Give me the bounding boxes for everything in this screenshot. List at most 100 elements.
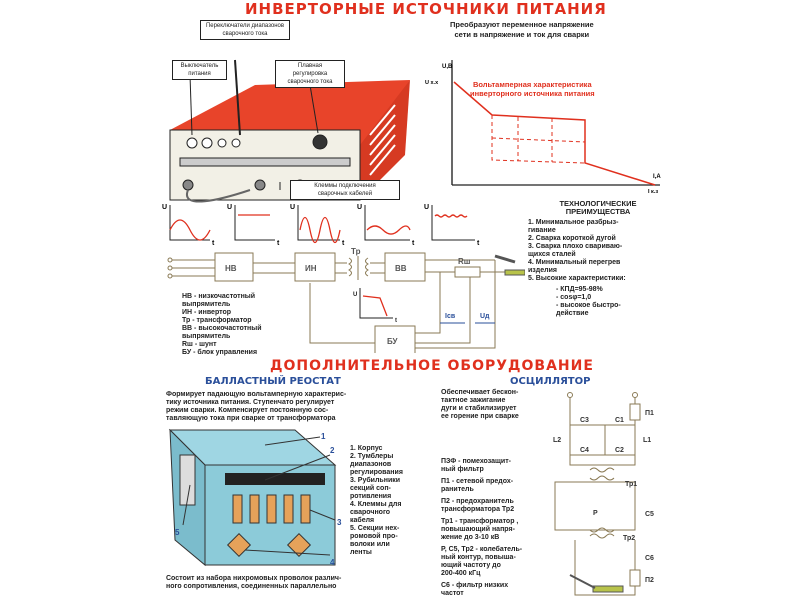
vac-grid <box>491 115 586 164</box>
waveform-rectified <box>434 214 468 218</box>
svg-text:t: t <box>212 240 215 247</box>
legend-item: Тр - трансформатор <box>182 317 252 324</box>
workpiece <box>592 585 624 593</box>
svg-text:t: t <box>395 318 397 324</box>
waveform-ac <box>169 219 211 241</box>
svg-text:t: t <box>277 240 280 247</box>
part-item: 4. Клеммы для сварочного кабеля <box>350 501 402 524</box>
svg-text:t: t <box>412 240 415 247</box>
svg-text:t: t <box>342 240 345 247</box>
advantage-item: 5. Высокие характеристики: <box>528 275 626 282</box>
x-axis-label: I,A <box>653 174 661 180</box>
terminal-minus[interactable] <box>254 179 266 191</box>
fuse-p1 <box>629 403 641 421</box>
advantages-title: ТЕХНОЛОГИЧЕСКИЕ ПРЕИМУЩЕСТВА <box>559 199 637 216</box>
panel-handle <box>179 157 351 167</box>
part-item: 2. Тумблеры диапазонов регулирования <box>350 453 403 476</box>
oscillator-description: Обеспечивает бескон- тактное зажигание д… <box>441 389 519 420</box>
block-nv-label: НВ <box>225 264 237 273</box>
rheostat-description: Формирует падающую вольтамперную характе… <box>166 391 347 422</box>
transformer <box>348 257 369 277</box>
current-label: Iсв <box>445 313 456 320</box>
spec-item: - cosφ=1,0 <box>556 294 592 301</box>
cable-socket <box>182 179 194 191</box>
shunt <box>454 266 481 278</box>
callout-5: 5 <box>175 528 180 537</box>
callout-smooth-control: Плавная регулировка сварочного тока <box>275 60 345 88</box>
callout-1: 1 <box>321 432 326 441</box>
ikz-label: I к.з <box>648 189 658 195</box>
current-knob[interactable] <box>312 134 328 150</box>
svg-text:Тр2: Тр2 <box>623 535 635 542</box>
svg-text:U: U <box>357 204 362 211</box>
advantage-item: 3. Сварка плохо свариваю- щихся сталей <box>528 243 623 258</box>
note-item: С6 - фильтр низких частот <box>441 582 509 597</box>
knife-switch-1[interactable] <box>232 494 243 524</box>
terminal-1[interactable] <box>226 532 252 558</box>
spec-item: - КПД=95-98% <box>556 286 603 293</box>
oscillator-title: ОСЦИЛЛЯТОР <box>510 376 591 387</box>
block-vv <box>384 252 426 282</box>
knife-switch-4[interactable] <box>283 494 294 524</box>
fuse-p2 <box>629 569 641 587</box>
svg-text:C5: C5 <box>645 511 654 518</box>
callout-terminals: Клеммы подключения сварочных кабелей <box>290 180 400 200</box>
note-item: Р, С5, Тр2 - колебатель- ный контур, пов… <box>441 546 523 577</box>
block-vv-label: ВВ <box>395 264 407 273</box>
terminal-2[interactable] <box>286 532 312 558</box>
range-switch-3[interactable] <box>231 138 241 148</box>
vac-chart: U,B U х.х I,A I к.з <box>425 60 661 195</box>
svg-text:L1: L1 <box>643 437 651 444</box>
callout-3: 3 <box>337 518 342 527</box>
device-side <box>360 80 410 200</box>
svg-text:U: U <box>353 292 357 298</box>
svg-text:C2: C2 <box>615 447 624 454</box>
vent-slots <box>369 104 396 176</box>
knife-switch-2[interactable] <box>249 494 260 524</box>
advantage-item: 2. Сварка короткой дугой <box>528 235 616 242</box>
svg-text:U: U <box>227 204 232 211</box>
legend-item: БУ - блок управления <box>182 349 258 356</box>
note-item: Тр1 - трансформатор , повышающий напря- … <box>441 518 519 541</box>
spec-item: - высокое быстро- действие <box>556 302 621 317</box>
knife-switch-5[interactable] <box>300 494 311 524</box>
section2-title: ДОПОЛНИТЕЛЬНОЕ ОБОРУДОВАНИЕ <box>270 358 594 374</box>
workpiece <box>504 269 525 276</box>
range-switch-2[interactable] <box>217 138 227 148</box>
callout-2: 2 <box>330 446 335 455</box>
callout-4: 4 <box>330 558 335 567</box>
legend-item: ИН - инвертор <box>182 309 232 316</box>
block-nv <box>214 252 254 282</box>
power-switch[interactable] <box>186 137 198 149</box>
header-description: Преобразуют переменное напряжение сети в… <box>450 20 594 39</box>
uxx-label: U х.х <box>425 80 439 86</box>
range-switch-1[interactable] <box>201 137 213 149</box>
page-title: ИНВЕРТОРНЫЕ ИСТОЧНИКИ ПИТАНИЯ <box>245 0 607 18</box>
electrode-holder <box>494 254 516 264</box>
rheostat-title: БАЛЛАСТНЫЙ РЕОСТАТ <box>205 376 341 387</box>
waveform-hf-low <box>366 225 411 235</box>
note-item: ПЗФ - помехозащит- ный фильтр <box>441 458 511 473</box>
block-in-label: ИН <box>305 264 317 273</box>
rheostat-device: 12 3 4 5 <box>168 428 342 567</box>
block-bu <box>374 325 416 353</box>
knife-switch-3[interactable] <box>266 494 277 524</box>
vac-curve <box>453 81 656 186</box>
part-item: 5. Секции нех- ромовой про- волоки или л… <box>350 525 400 556</box>
note-item: П2 - предохранитель трансформатора Тр2 <box>441 498 515 513</box>
voltage-label: Uд <box>480 313 490 320</box>
svg-text:P: P <box>593 510 598 517</box>
svg-text:U: U <box>290 204 295 211</box>
svg-text:U: U <box>162 204 167 211</box>
svg-text:C1: C1 <box>615 417 624 424</box>
block-in <box>294 252 336 282</box>
svg-text:C3: C3 <box>580 417 589 424</box>
device-top <box>170 80 410 145</box>
advantage-item: 1. Минимальное разбрыз- гивание <box>528 219 619 234</box>
legend-item: Rш - шунт <box>182 341 217 348</box>
advantages: ТЕХНОЛОГИЧЕСКИЕ ПРЕИМУЩЕСТВА 1. Минималь… <box>528 200 668 318</box>
svg-text:Тр1: Тр1 <box>625 481 637 488</box>
